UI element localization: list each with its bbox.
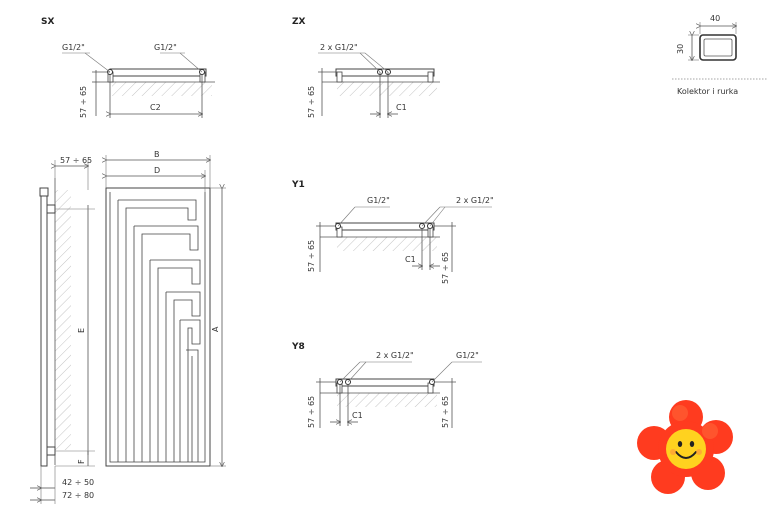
zx-title: ZX xyxy=(292,17,306,27)
zx-view xyxy=(318,52,440,118)
zx-dim-height: 57 ÷ 65 xyxy=(307,85,316,118)
y1-dim-width: C1 xyxy=(405,255,416,264)
y8-dim-width: C1 xyxy=(352,411,363,420)
y1-dim-height-right: 57 ÷ 65 xyxy=(441,251,450,284)
y8-label-left: 2 x G1/2" xyxy=(376,351,414,360)
smiling-flower-icon xyxy=(637,400,733,494)
dim-a: A xyxy=(211,326,220,332)
y8-title: Y8 xyxy=(292,342,305,352)
dim-f: F xyxy=(77,459,86,464)
zx-dim-width: C1 xyxy=(396,103,407,112)
y8-view xyxy=(316,361,482,428)
profile-caption: Kolektor i rurka xyxy=(677,87,739,96)
dim-b: B xyxy=(154,150,160,159)
y1-title: Y1 xyxy=(292,180,305,190)
dim-d: D xyxy=(154,166,161,175)
y1-label-right: 2 x G1/2" xyxy=(456,196,494,205)
y8-dim-height-right: 57 ÷ 65 xyxy=(441,395,450,428)
zx-label: 2 x G1/2" xyxy=(320,43,358,52)
profile-view xyxy=(672,22,768,80)
y8-label-right: G1/2" xyxy=(456,351,479,360)
dim-bottom-2: 72 ÷ 80 xyxy=(62,491,95,500)
sx-dim-width: C2 xyxy=(150,103,161,112)
sx-label-right: G1/2" xyxy=(154,43,177,52)
dim-e: E xyxy=(77,327,86,333)
y1-view xyxy=(316,206,492,272)
dim-wall: 57 ÷ 65 xyxy=(60,156,93,165)
sx-label-left: G1/2" xyxy=(62,43,85,52)
y1-label-left: G1/2" xyxy=(367,196,390,205)
dim-bottom-1: 42 ÷ 50 xyxy=(62,478,95,487)
profile-width: 40 xyxy=(710,14,721,23)
profile-height: 30 xyxy=(676,43,685,54)
y1-dim-height-left: 57 ÷ 65 xyxy=(307,239,316,272)
sx-dim-height: 57 ÷ 65 xyxy=(79,85,88,118)
y8-dim-height-left: 57 ÷ 65 xyxy=(307,395,316,428)
front-view xyxy=(106,155,226,466)
side-view xyxy=(30,160,95,504)
sx-view xyxy=(62,52,215,118)
sx-title: SX xyxy=(41,17,55,27)
